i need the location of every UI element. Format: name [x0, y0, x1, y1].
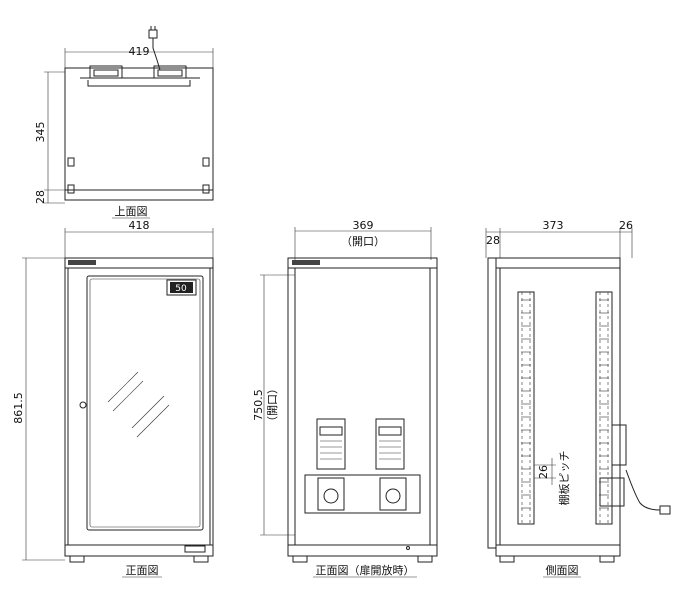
control-panel: [304, 474, 421, 514]
open-view: 369 （開口）: [252, 219, 438, 578]
front-height-dim: 861.5: [12, 392, 25, 424]
side-view-caption: 側面図: [546, 564, 579, 577]
side-right-offset-dim: 26: [619, 219, 633, 232]
foot-right: [193, 555, 209, 563]
shelf-rail-left: [517, 291, 535, 525]
open-height-note: （開口）: [266, 383, 279, 427]
side-depth-dim: 373: [543, 219, 564, 232]
glass-window: [86, 275, 204, 531]
top-outline: [64, 67, 214, 201]
open-width-dim: 369: [353, 219, 374, 232]
side-view: 373 26 28 26 棚板ピッチ: [485, 219, 671, 578]
open-view-caption: 正面図（扉開放時）: [316, 563, 415, 577]
top-offset-dim: 28: [34, 190, 47, 204]
brand-label: [68, 260, 96, 265]
shelf-pitch-dim: 26: [537, 465, 550, 479]
front-width-dim: 418: [129, 219, 150, 232]
front-view: 418 50 861.5 正面図: [12, 219, 214, 578]
shelf-rail-right: [595, 291, 613, 525]
dryer-unit-right: [375, 418, 405, 470]
key-lock-icon: [79, 401, 87, 409]
display-value: 50: [175, 284, 187, 294]
side-plug-icon: [659, 505, 671, 515]
power-cord: [625, 469, 661, 511]
door-edge: [487, 257, 497, 549]
side-left-offset-dim: 28: [486, 234, 500, 247]
top-view: 419 345 28 上面: [34, 26, 214, 219]
top-width-dim: 419: [129, 45, 150, 58]
dryer-unit-left: [316, 418, 346, 470]
front-view-caption: 正面図: [126, 564, 159, 577]
top-depth-dim: 345: [34, 122, 47, 143]
open-height-dim: 750.5: [252, 389, 265, 421]
side-cabinet-outline: [495, 257, 621, 557]
open-cabinet-outline: [287, 257, 438, 557]
foot-left: [69, 555, 85, 563]
dryer-unit-side: [611, 424, 627, 466]
shelf-pitch-label: 棚板ピッチ: [557, 451, 571, 506]
power-plug-icon: [148, 26, 161, 71]
back-handles: [80, 65, 200, 87]
open-width-note: （開口）: [341, 235, 385, 248]
top-view-caption: 上面図: [115, 205, 148, 218]
